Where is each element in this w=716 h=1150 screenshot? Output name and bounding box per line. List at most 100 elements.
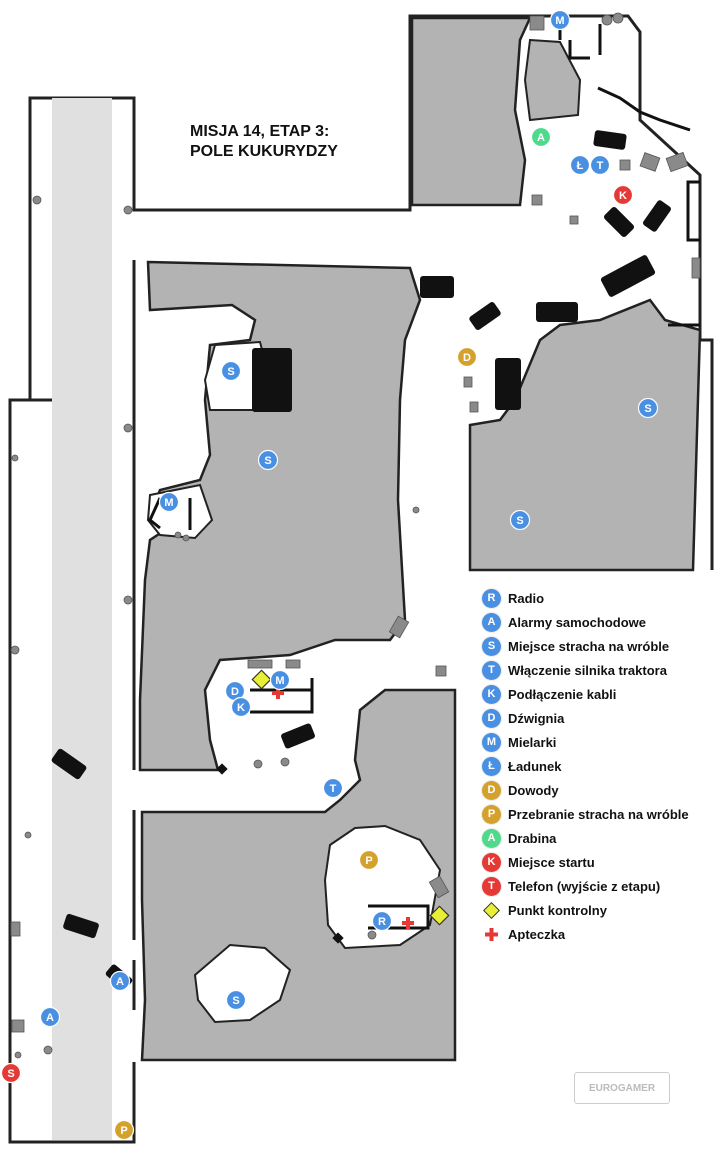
shed	[420, 276, 454, 298]
map-marker-circle	[158, 491, 180, 513]
car	[281, 723, 315, 749]
map-title-line1: MISJA 14, ETAP 3:	[190, 123, 330, 140]
map-marker-circle	[358, 849, 380, 871]
legend-marker-icon: A	[482, 612, 501, 632]
map-marker-letter: S	[644, 403, 651, 415]
map-marker-circle	[371, 910, 393, 932]
legend-label: Ładunek	[508, 758, 562, 774]
map-title-line2: POLE KUKURYDZY	[190, 143, 338, 160]
legend-label: Mielarki	[508, 734, 557, 750]
eurogamer-watermark: EUROGAMER	[574, 1072, 670, 1104]
field-northeast-small	[410, 16, 532, 207]
legend-label: Przebranie stracha na wróble	[508, 806, 689, 822]
map-marker-letter: S	[7, 1068, 14, 1080]
building	[495, 358, 521, 410]
car	[593, 130, 627, 150]
checkpoints	[251, 669, 450, 926]
map-marker-letter: S	[232, 995, 239, 1007]
legend-item: Apteczka	[482, 922, 689, 946]
legend-label: Punkt kontrolny	[508, 902, 607, 918]
map-marker-letter: P	[120, 1125, 127, 1137]
map-marker-circle	[230, 696, 252, 718]
map-marker: S	[0, 1062, 22, 1084]
legend-label: Podłączenie kabli	[508, 686, 617, 702]
legend-marker-icon: A	[482, 828, 501, 848]
checkpoint-diamond-icon	[482, 901, 501, 920]
legend-marker-icon: M	[482, 732, 501, 752]
map-marker-circle	[257, 449, 279, 471]
map-marker: P	[113, 1119, 135, 1141]
map-marker: K	[230, 696, 252, 718]
map-marker: D	[456, 346, 478, 368]
checkpoint-diamond-icon	[429, 905, 450, 926]
car	[63, 913, 99, 939]
clearing-top	[523, 38, 582, 122]
legend-label: Dowody	[508, 782, 559, 798]
legend-label: Włączenie silnika traktora	[508, 662, 667, 678]
checkpoint-diamond-icon	[251, 669, 272, 690]
map-marker-circle	[109, 970, 131, 992]
clearing-p	[323, 824, 442, 950]
map-marker-circle	[113, 1119, 135, 1141]
legend-marker-icon: K	[482, 852, 501, 872]
map-marker-circle	[456, 346, 478, 368]
legend-marker-icon: D	[482, 708, 501, 728]
legend-marker-icon: Ł	[482, 756, 501, 776]
tractor	[600, 255, 656, 297]
map-title: MISJA 14, ETAP 3: POLE KUKURYDZY	[190, 122, 338, 162]
legend-label: Radio	[508, 590, 545, 606]
map-marker-circle	[0, 1062, 22, 1084]
map-marker: S	[637, 397, 659, 419]
map-marker-letter: D	[231, 686, 239, 698]
map-marker: T	[589, 154, 611, 176]
clearing-s-bottom	[193, 943, 292, 1024]
map-marker: Ł	[569, 154, 591, 176]
map-marker-letter: A	[46, 1012, 54, 1024]
map-marker-letter: T	[330, 783, 337, 795]
map-marker-circle	[612, 184, 634, 206]
map-marker: M	[549, 9, 571, 31]
map-marker: M	[269, 669, 291, 691]
legend-label: Drabina	[508, 830, 557, 846]
legend-marker-icon: R	[482, 588, 501, 608]
map-marker-letter: S	[227, 366, 234, 378]
map-marker: S	[257, 449, 279, 471]
legend-label: Apteczka	[508, 926, 566, 942]
medkit-cross-icon	[482, 925, 501, 944]
map-marker-letter: K	[237, 702, 245, 714]
map-marker: P	[358, 849, 380, 871]
legend-marker-icon: S	[482, 636, 501, 656]
legend-marker-icon: T	[482, 876, 501, 896]
truck	[536, 302, 578, 322]
map-marker-letter: M	[164, 497, 173, 509]
legend-label: Telefon (wyjście z etapu)	[508, 878, 661, 894]
map-marker-circle	[509, 509, 531, 531]
legend-item: A Drabina	[482, 826, 689, 850]
legend-item: Punkt kontrolny	[482, 898, 689, 922]
map-marker-circle	[549, 9, 571, 31]
debris	[10, 12, 701, 1059]
legend-item: T Telefon (wyjście z etapu)	[482, 874, 689, 898]
map-marker-circle	[220, 360, 242, 382]
map-marker-circle	[225, 989, 247, 1011]
map-marker-circle	[39, 1006, 61, 1028]
map-marker-letter: D	[463, 352, 471, 364]
map-marker: A	[530, 126, 552, 148]
map-marker: A	[39, 1006, 61, 1028]
map-marker-letter: K	[619, 190, 627, 202]
map-marker: A	[109, 970, 131, 992]
car	[643, 200, 671, 232]
map-marker-letter: M	[275, 675, 284, 687]
clearing-m	[146, 483, 214, 540]
map-marker: S	[225, 989, 247, 1011]
map-marker-circle	[589, 154, 611, 176]
